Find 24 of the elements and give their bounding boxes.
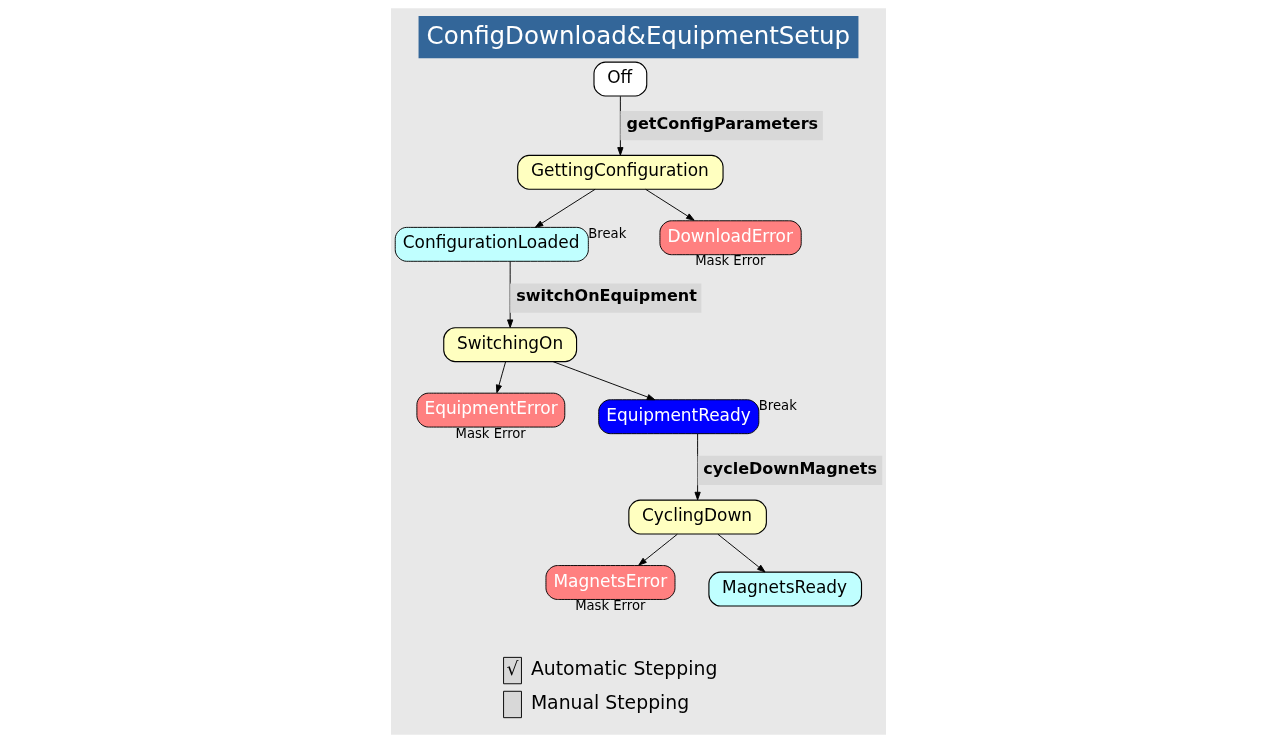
arrow <box>495 361 506 394</box>
edge-label: switchOnEquipment <box>515 286 697 306</box>
arrow <box>694 433 701 501</box>
arrow <box>534 188 596 228</box>
label: Manual Stepping <box>530 692 689 714</box>
node-box: CyclingDown <box>627 499 767 535</box>
arrow <box>552 361 655 401</box>
node-box: Off <box>592 61 647 97</box>
node-label: Mask Error <box>694 253 765 269</box>
arrow <box>644 188 695 221</box>
edge-label: getConfigParameters <box>625 114 818 134</box>
node-box: SwitchingOn <box>442 327 577 363</box>
edge-label: cycleDownMagnets <box>702 458 877 478</box>
label: √ <box>505 658 518 680</box>
node-label: Mask Error <box>455 425 526 441</box>
arrow <box>637 533 678 566</box>
node-box: GettingConfiguration <box>516 154 724 190</box>
arrow <box>716 533 765 573</box>
node-label: Break <box>758 398 797 414</box>
node-label: Break <box>587 225 626 241</box>
label: Automatic Stepping <box>530 658 717 680</box>
diagram-title: ConfigDownload&EquipmentSetup <box>426 20 850 50</box>
node-box: MagnetsReady <box>707 571 862 607</box>
node-label: Mask Error <box>574 598 645 613</box>
